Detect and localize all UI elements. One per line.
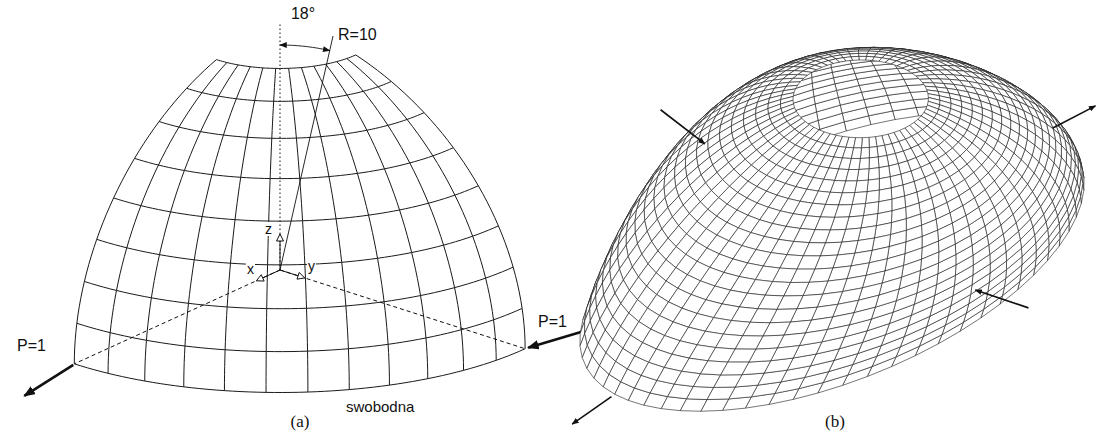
- mesh-line: [135, 148, 454, 179]
- mesh-line: [337, 62, 464, 371]
- mesh-cell: [869, 147, 878, 158]
- load-arrow: [661, 110, 705, 144]
- load-arrow: [1053, 106, 1096, 128]
- edge-note: swobodna: [345, 399, 415, 414]
- load-arrow: [528, 331, 585, 348]
- mesh-line: [326, 64, 428, 378]
- mesh-cell: [680, 399, 707, 411]
- load-label: P=1: [16, 338, 47, 354]
- mesh-line: [74, 60, 216, 364]
- mesh-cell: [815, 217, 835, 230]
- x-arrow: [256, 270, 280, 281]
- angle-label: 18°: [290, 6, 316, 22]
- load-arrow: [975, 290, 1028, 308]
- radius-label: R=10: [337, 27, 378, 43]
- angle-arc: [280, 45, 330, 51]
- mesh-cell: [859, 56, 867, 60]
- mesh-cell: [714, 375, 742, 388]
- mesh-cell: [878, 155, 889, 167]
- radius-line: [280, 36, 333, 270]
- mesh-cell: [846, 169, 859, 180]
- load-label: P=1: [537, 314, 568, 330]
- mesh-cell: [784, 282, 809, 296]
- mesh-cell: [803, 243, 825, 256]
- shell-mesh-a: [74, 55, 525, 393]
- mesh-cell: [952, 215, 968, 233]
- mesh-cell: [920, 252, 938, 271]
- axis-label: z: [264, 222, 273, 236]
- mesh-cell: [861, 137, 869, 148]
- axis-label: x: [246, 262, 255, 276]
- y-arrow-head: [297, 272, 305, 279]
- mesh-cell: [750, 309, 777, 323]
- mesh-cell: [854, 138, 863, 148]
- mesh-line: [356, 55, 525, 349]
- mesh-line: [314, 66, 390, 385]
- z-arrow-head: [277, 234, 284, 241]
- mesh-line: [108, 63, 227, 374]
- mesh-cell: [735, 336, 763, 349]
- mesh-cell: [846, 48, 859, 49]
- subfigure-label: (b): [824, 413, 846, 430]
- mesh-cell: [867, 179, 879, 192]
- y-axis-line: [280, 270, 525, 349]
- load-arrow: [24, 365, 73, 396]
- mesh-cell: [809, 230, 830, 243]
- mesh-line: [97, 226, 499, 265]
- mesh-line: [77, 308, 522, 351]
- mesh-cell: [860, 147, 869, 158]
- mesh-cell: [777, 296, 803, 310]
- mesh-line: [84, 267, 513, 309]
- mesh-cell: [797, 256, 820, 269]
- mesh-cell: [938, 234, 955, 252]
- mesh-cell: [839, 193, 855, 205]
- load-arrows-b: [572, 106, 1095, 424]
- axis-label: y: [307, 259, 316, 273]
- mesh-cell: [859, 51, 869, 53]
- vertical-axis-line: [280, 22, 281, 270]
- load-arrow: [572, 397, 611, 425]
- mesh-cell: [707, 387, 735, 400]
- mesh-cell: [859, 53, 868, 56]
- mesh-cell: [791, 269, 815, 282]
- mesh-line: [145, 65, 238, 381]
- mesh-cell: [743, 322, 770, 336]
- mesh-cell: [721, 362, 749, 375]
- mesh-cell: [868, 168, 879, 180]
- mesh-cell: [877, 145, 887, 157]
- mesh-line: [74, 349, 525, 393]
- mesh-line: [289, 68, 308, 392]
- mesh-cell: [835, 205, 852, 218]
- deformed-mesh-b: [580, 47, 1084, 411]
- mesh-cell: [869, 157, 879, 169]
- mesh-cell: [869, 137, 877, 148]
- mesh-cell: [793, 75, 807, 79]
- mesh-cell: [728, 349, 756, 362]
- mesh-cell: [849, 158, 861, 169]
- mesh-line: [224, 68, 262, 391]
- mesh-cell: [865, 190, 879, 203]
- mesh-cell: [851, 148, 861, 159]
- mesh-line: [184, 67, 250, 387]
- mesh-line: [301, 68, 349, 390]
- x-axis-line: [74, 270, 280, 364]
- axes-a: [24, 22, 585, 396]
- subfigure-label: (a): [290, 413, 311, 430]
- mesh-cell: [842, 181, 857, 193]
- x-arrow-head: [256, 275, 264, 281]
- mesh-cell: [920, 79, 934, 83]
